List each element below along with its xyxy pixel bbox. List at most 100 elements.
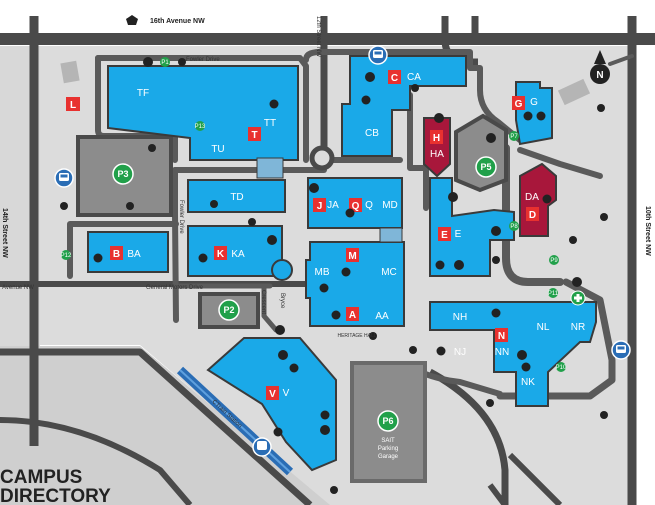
parking-marker-p3[interactable] (112, 163, 134, 185)
label-tf: TF (137, 88, 149, 99)
parking-marker-p6[interactable] (377, 410, 399, 432)
bus-icon[interactable] (54, 168, 74, 188)
parking-marker-p9[interactable] (549, 255, 559, 265)
title-line-2: DIRECTORY (0, 486, 111, 505)
letter-box-a[interactable] (346, 307, 359, 321)
road-label-12th: 12th Street NW (315, 16, 321, 57)
label-nk: NK (521, 377, 535, 388)
letter-k: K (217, 249, 225, 260)
parking-marker-p1[interactable] (160, 57, 170, 67)
garage-label-line2: Parking (378, 446, 398, 452)
label-g: G (530, 97, 538, 108)
garage-label-line3: Garage (378, 454, 399, 460)
parking-marker-p5[interactable] (475, 156, 497, 178)
parking-lots (76, 113, 508, 483)
accessibility-icon[interactable] (60, 58, 608, 494)
road-label-fowler-v: Fowler Drive (178, 200, 184, 234)
title-line-1: CAMPUS (0, 467, 82, 488)
road-shield-icon (126, 15, 138, 25)
parking-marker-p7[interactable] (509, 131, 519, 141)
label-e: E (455, 229, 462, 240)
label-td: TD (230, 192, 243, 203)
building-ha (423, 117, 451, 178)
label-nj: NJ (454, 347, 466, 358)
coffee-icon[interactable] (93, 95, 552, 373)
letter-n: N (498, 331, 505, 342)
parking-marker-p11[interactable] (548, 288, 558, 298)
label-v: V (283, 388, 290, 399)
parking-marker-p10[interactable] (556, 362, 566, 372)
ac-icon[interactable] (275, 133, 582, 335)
campus-roads (67, 49, 634, 400)
label-ja: JA (327, 200, 339, 211)
parking-marker-p2[interactable] (218, 299, 240, 321)
label-ka: KA (231, 249, 245, 260)
road-label-crescent: Crescent (260, 290, 266, 314)
parking-lot-p5 (454, 113, 508, 193)
garage-label-line1: SAIT (381, 438, 395, 444)
letter-a: A (349, 310, 356, 321)
letter-box-b[interactable] (110, 246, 123, 260)
letter-box-l[interactable] (66, 97, 80, 111)
bus-icon[interactable] (611, 340, 631, 360)
road-label-10th: 10th Street NW (644, 206, 651, 256)
letter-markers: L T C G H D E J Q M A B K N V (66, 70, 539, 400)
parking-label-p6: P6 (382, 416, 393, 426)
letter-c: C (391, 73, 398, 84)
letter-j: J (317, 201, 323, 212)
dollar-icon[interactable] (273, 111, 533, 437)
letter-box-q[interactable] (349, 198, 362, 212)
label-mc: MC (381, 267, 397, 278)
road-label-14th: 14th Street NW (1, 208, 8, 258)
road-label-avenue: Avenue NW (2, 285, 34, 291)
letter-b: B (113, 249, 120, 260)
train-icon[interactable] (252, 437, 272, 457)
letter-e: E (441, 230, 448, 241)
letter-box-d[interactable] (526, 207, 539, 221)
parking-marker-p8[interactable] (509, 221, 519, 231)
parking-marker-p13[interactable] (195, 121, 205, 131)
letter-box-c[interactable] (388, 70, 401, 84)
parking-markers: P3 P5 P2 P6 P1 P7 P8 P9 P10 P11 P12 P13 (61, 57, 567, 432)
letter-box-t[interactable] (248, 127, 261, 141)
walkway-m (379, 227, 403, 243)
label-nn: NN (495, 347, 509, 358)
building-labels: TF TT TU TD CA CB G HA DA E JA Q MD MB M… (127, 72, 585, 399)
bus-icon[interactable] (368, 45, 388, 65)
letter-box-n[interactable] (495, 328, 508, 342)
parking-marker-p12[interactable] (61, 250, 71, 260)
letter-box-g[interactable] (512, 96, 525, 110)
parking-label-p13: P13 (195, 124, 206, 130)
letter-box-j[interactable] (313, 198, 326, 212)
label-md: MD (382, 200, 398, 211)
parking-label-p1: P1 (161, 60, 169, 66)
parking-label-p5: P5 (480, 162, 491, 172)
ctrain-track-center (179, 369, 291, 473)
building-mb-mc-aa (305, 241, 405, 327)
letter-box-m[interactable] (346, 248, 359, 262)
building-ba (87, 231, 169, 273)
food-icon[interactable] (143, 57, 527, 435)
label-ca: CA (407, 72, 421, 83)
letter-g: G (515, 99, 523, 110)
parking-label-p3: P3 (117, 169, 128, 179)
parking-label-p10: P10 (556, 365, 567, 371)
letter-box-k[interactable] (214, 246, 227, 260)
label-tu: TU (211, 144, 224, 155)
letter-v: V (269, 389, 276, 400)
first-aid-icon[interactable] (570, 290, 586, 306)
building-g (515, 81, 553, 146)
label-ba: BA (127, 249, 141, 260)
lot-hatch-l (60, 60, 80, 84)
compass-icon: N (590, 50, 610, 84)
road-label-fowler: Fowler Drive (186, 57, 220, 63)
label-mb: MB (315, 267, 330, 278)
label-tt: TT (264, 118, 276, 129)
building-ka-round (271, 259, 293, 281)
letter-box-e[interactable] (438, 227, 451, 241)
label-aa: AA (375, 311, 389, 322)
letter-box-h[interactable] (430, 130, 443, 144)
letter-t: T (251, 130, 257, 141)
letter-box-v[interactable] (266, 386, 279, 400)
label-nl: NL (537, 322, 550, 333)
